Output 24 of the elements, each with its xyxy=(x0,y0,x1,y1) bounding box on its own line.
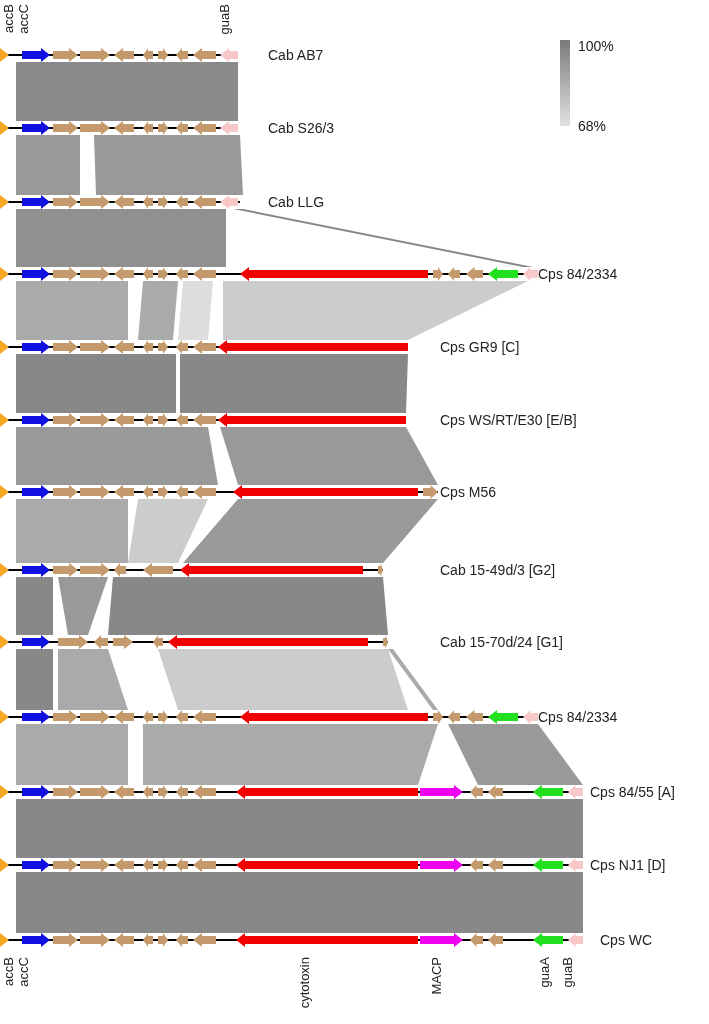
gene-label: MACP xyxy=(430,957,444,995)
gene-label: guaB xyxy=(561,957,575,988)
strain-label: Cab 15-49d/3 [G2] xyxy=(440,562,556,578)
strain-label: Cps M56 xyxy=(440,484,497,500)
gene-label: guaA xyxy=(538,957,552,988)
strain-label: Cps 84/2334 xyxy=(538,709,618,725)
strain-label: Cab LLG xyxy=(268,194,325,210)
strain-label: Cps GR9 [C] xyxy=(440,339,520,355)
gene-label: guaB xyxy=(218,4,232,35)
strain-label: Cps 84/55 [A] xyxy=(590,784,675,800)
strain-label: Cab 15-70d/24 [G1] xyxy=(440,634,563,650)
strain-label: Cps NJ1 [D] xyxy=(590,857,666,873)
strain-label: Cps WC xyxy=(600,932,653,948)
strain-label: Cab S26/3 xyxy=(268,120,335,136)
gene-label: accB xyxy=(2,4,16,33)
strain-label: Cps WS/RT/E30 [E/B] xyxy=(440,412,577,428)
strain-label: Cab AB7 xyxy=(268,47,324,63)
gene-label: accC xyxy=(17,4,31,34)
gene-label: accB xyxy=(2,957,16,986)
gene-label: cytotoxin xyxy=(298,957,312,1009)
scale-label: 68% xyxy=(578,118,607,134)
strain-label: Cps 84/2334 xyxy=(538,266,618,282)
scale-label: 100% xyxy=(578,38,614,54)
gene-label: accC xyxy=(17,957,31,987)
